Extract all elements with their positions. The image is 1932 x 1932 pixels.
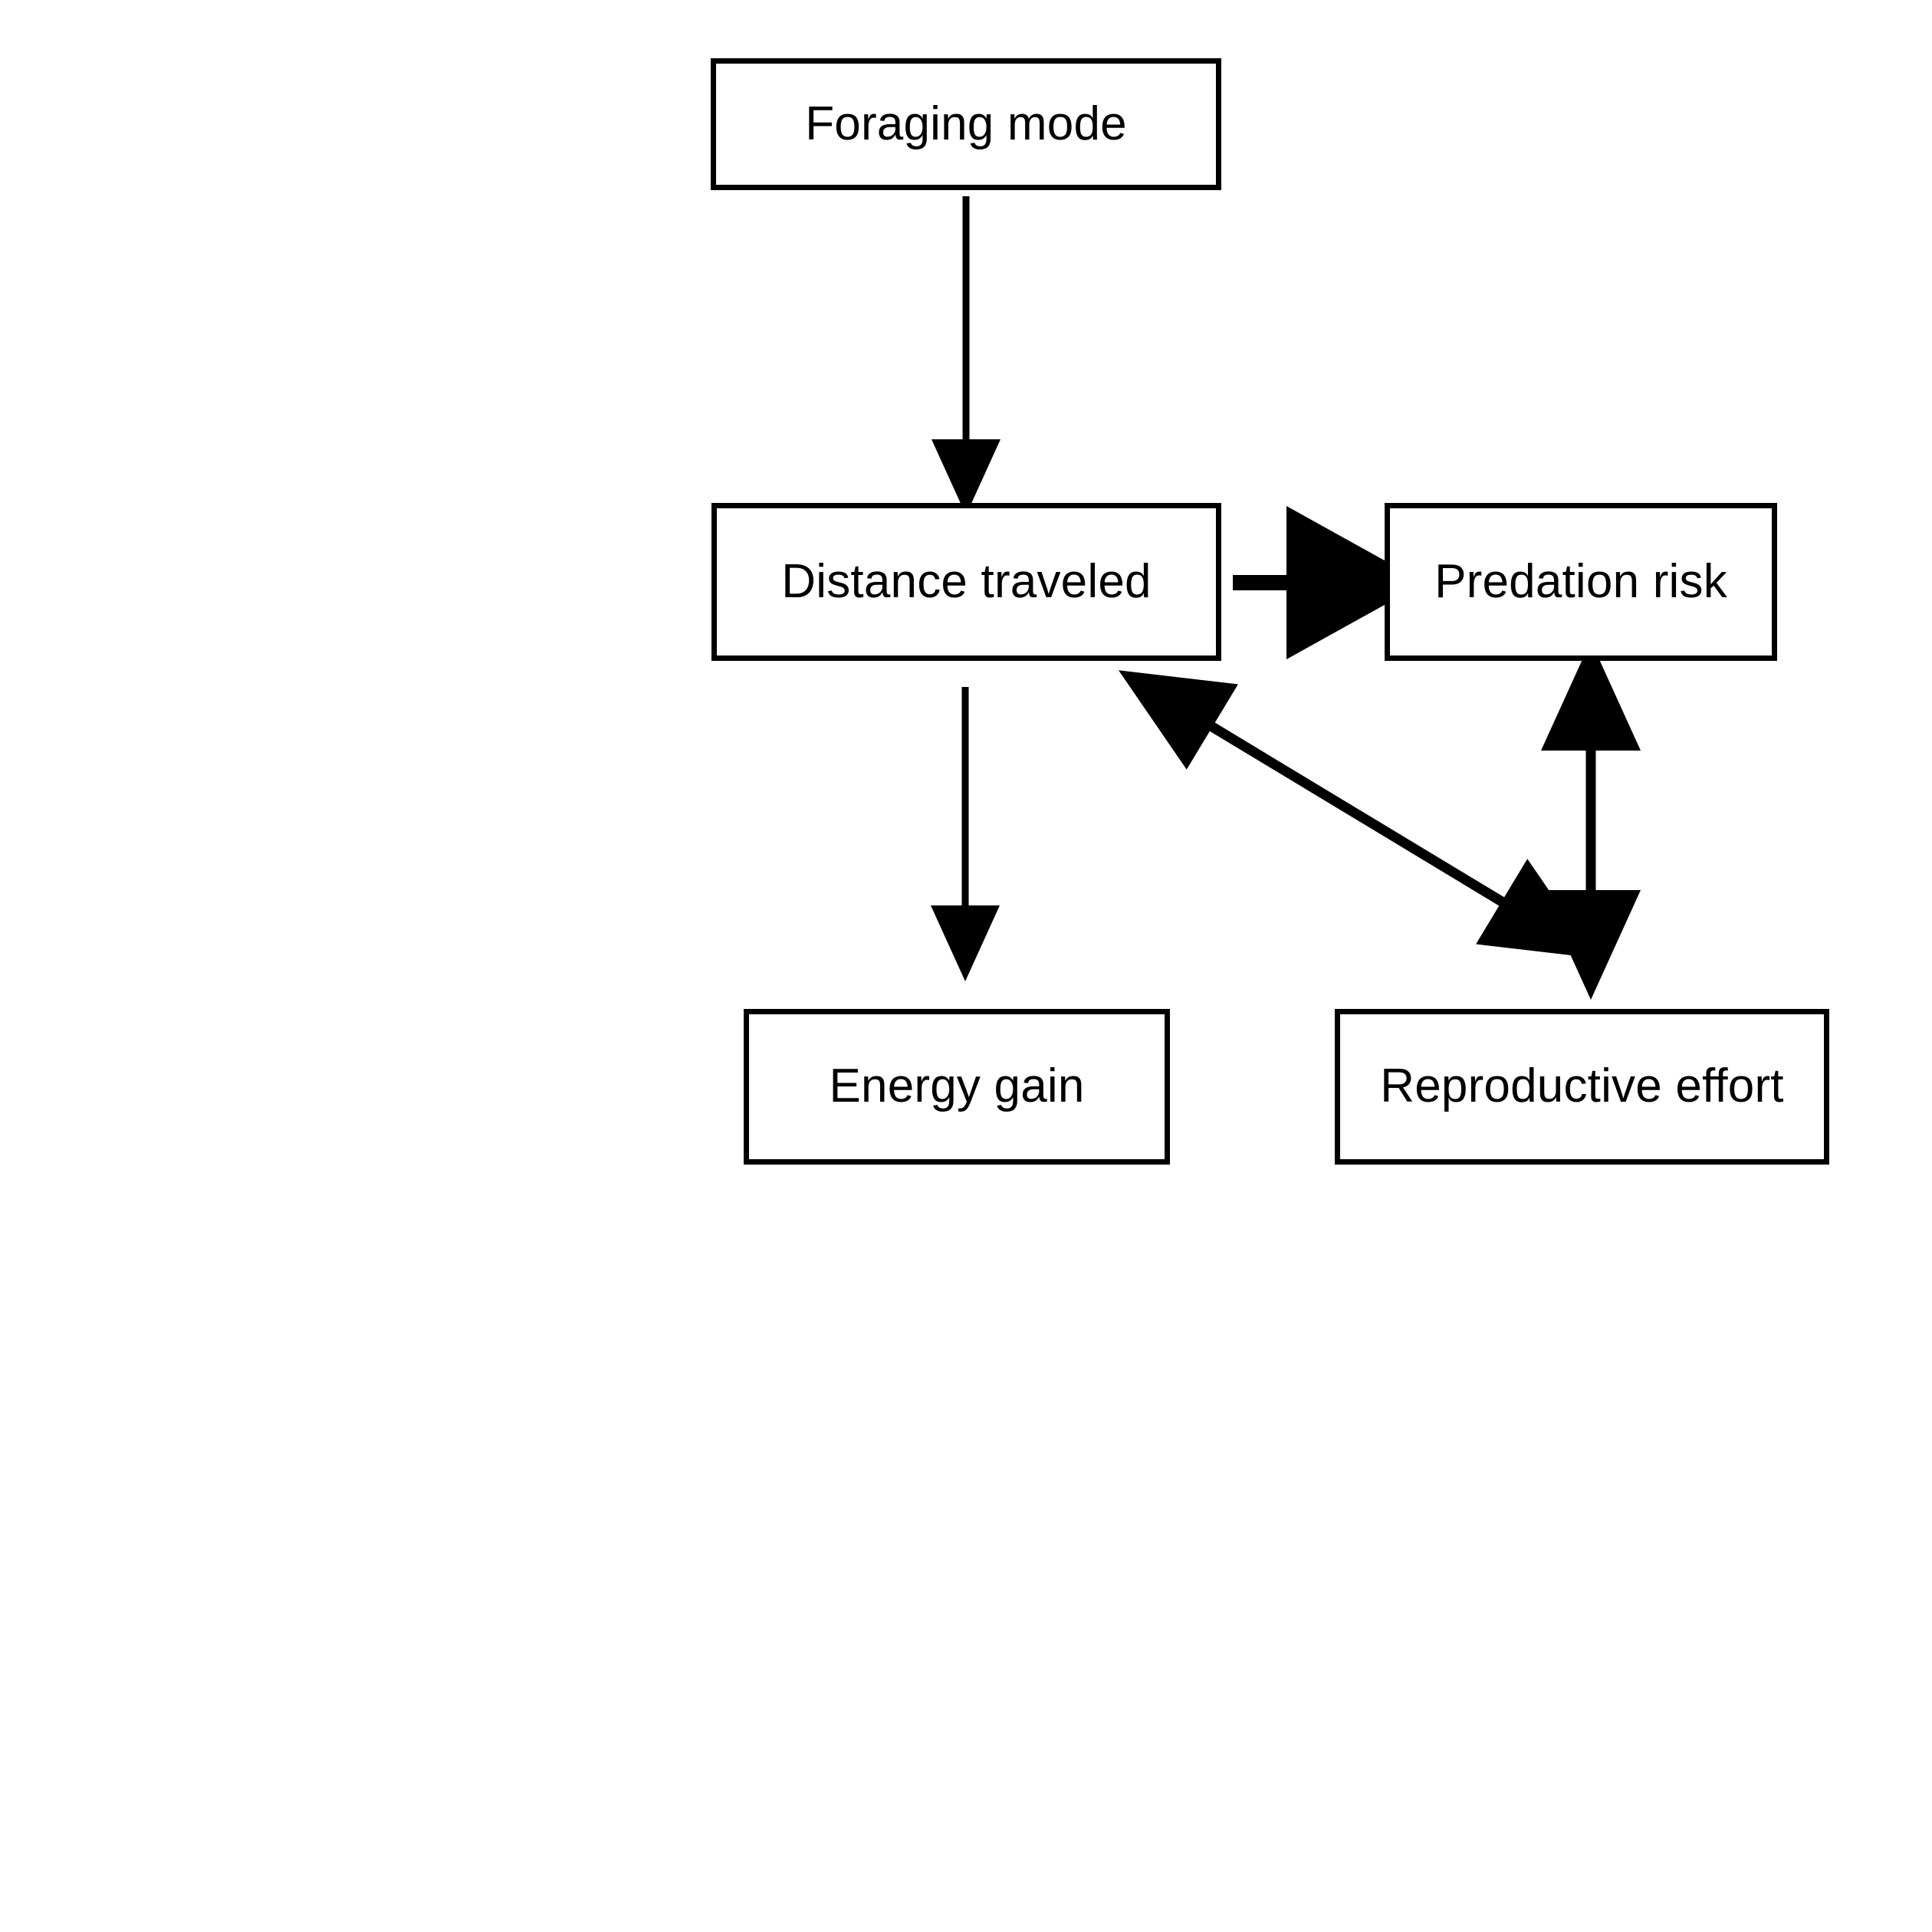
node-reproductive-effort-label: Reproductive effort bbox=[1380, 1060, 1784, 1113]
node-foraging-mode[interactable]: Foraging mode bbox=[711, 58, 1221, 190]
node-predation-risk-label: Predation risk bbox=[1434, 554, 1727, 608]
node-energy-gain[interactable]: Energy gain bbox=[744, 1009, 1170, 1165]
node-distance-traveled[interactable]: Distance traveled bbox=[711, 503, 1221, 661]
node-distance-traveled-label: Distance traveled bbox=[781, 554, 1152, 608]
edge-distance-traveled-reproductive-effort bbox=[1118, 670, 1596, 958]
node-foraging-mode-label: Foraging mode bbox=[805, 97, 1127, 150]
node-reproductive-effort[interactable]: Reproductive effort bbox=[1335, 1009, 1829, 1165]
node-predation-risk[interactable]: Predation risk bbox=[1385, 503, 1777, 661]
node-energy-gain-label: Energy gain bbox=[829, 1060, 1085, 1113]
